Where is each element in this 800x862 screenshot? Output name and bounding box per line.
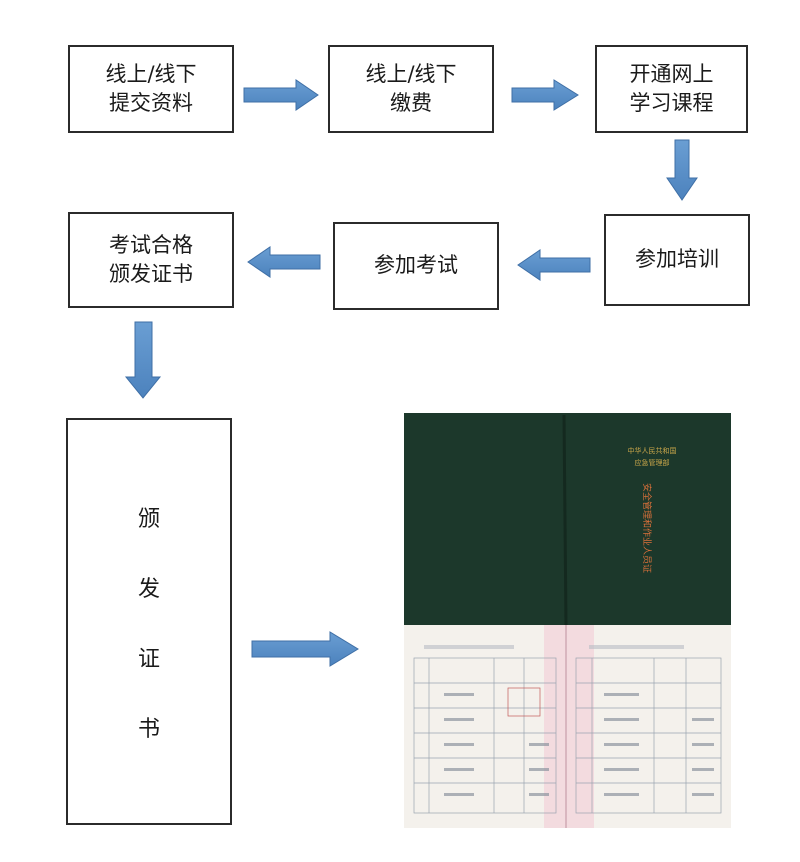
step-training: 参加培训	[604, 214, 750, 306]
step4-label: 参加培训	[635, 245, 719, 274]
step-issue-certificate-vertical: 颁 发 证 书	[66, 418, 232, 825]
step3-line2: 学习课程	[630, 89, 714, 118]
arrow-right-3	[252, 632, 358, 666]
step1-line2: 提交资料	[105, 89, 196, 118]
cover-sub-text: 应急管理部	[635, 458, 670, 467]
cover-top-text: 中华人民共和国	[628, 446, 677, 455]
step-exam: 参加考试	[333, 222, 499, 310]
arrow-down-2	[126, 322, 160, 398]
arrow-left-1	[518, 250, 590, 280]
vchar-3: 证	[138, 641, 160, 673]
arrow-right-2	[512, 80, 578, 110]
step-certificate-issued: 考试合格颁发证书	[68, 212, 234, 308]
step-payment: 线上/线下缴费	[328, 45, 494, 133]
cover-title-text: 安全管理和作业人员证	[641, 483, 653, 573]
arrow-down-1	[667, 140, 697, 200]
step-online-course: 开通网上学习课程	[595, 45, 748, 133]
step-submit-materials: 线上/线下提交资料	[68, 45, 234, 133]
step5-label: 参加考试	[374, 251, 458, 280]
step1-line1: 线上/线下	[105, 60, 196, 89]
step2-line2: 缴费	[365, 89, 456, 118]
step2-line1: 线上/线下	[365, 60, 456, 89]
certificate-photo: 中华人民共和国 应急管理部 安全管理和作业人员证	[404, 413, 731, 828]
step6-line1: 考试合格	[109, 231, 193, 260]
step3-line1: 开通网上	[630, 60, 714, 89]
vchar-2: 发	[138, 571, 160, 603]
arrow-left-2	[248, 247, 320, 277]
vchar-4: 书	[138, 711, 160, 743]
step6-line2: 颁发证书	[109, 260, 193, 289]
vchar-1: 颁	[138, 501, 160, 533]
arrow-right-1	[244, 80, 318, 110]
